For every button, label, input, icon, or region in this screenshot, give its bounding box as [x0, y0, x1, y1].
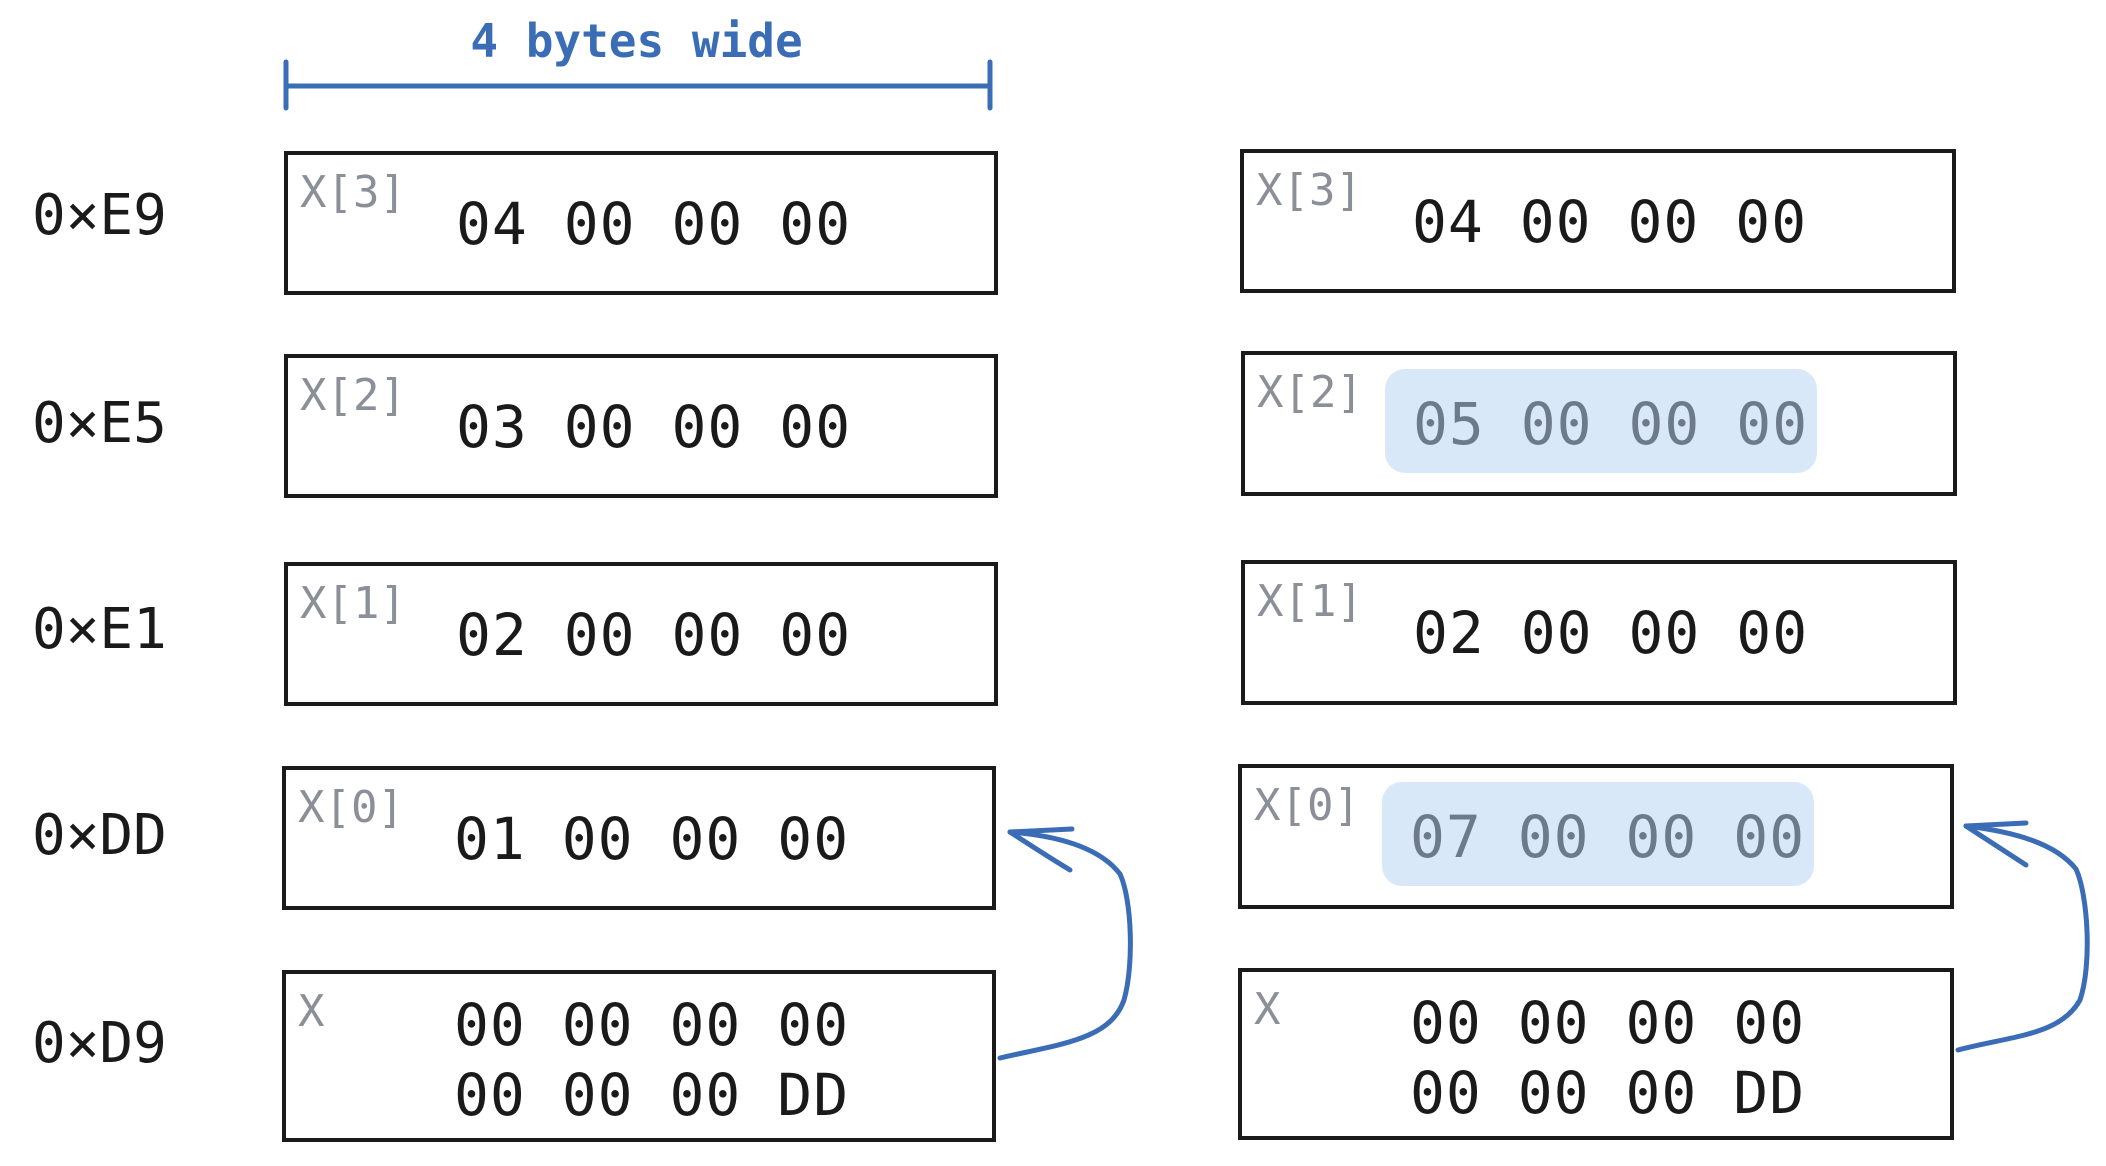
right-cell-x3: X[3] 04 00 00 00	[1240, 149, 1956, 293]
left-cell-x3: X[3] 04 00 00 00	[284, 151, 998, 295]
cell-label: X[1]	[1257, 576, 1363, 627]
cell-value: 04 00 00 00	[1412, 188, 1808, 256]
cell-value: 07 00 00 00	[1410, 803, 1806, 871]
left-cell-x-pointer: X 00 00 00 00 00 00 00 DD	[282, 970, 996, 1142]
cell-label: X[3]	[300, 167, 406, 218]
address-label: 0×D9	[32, 1011, 167, 1076]
cell-value: 02 00 00 00	[456, 601, 852, 669]
cell-value: 05 00 00 00	[1413, 390, 1809, 458]
pointer-arrow-right	[1955, 820, 2090, 1053]
left-cell-x2: X[2] 03 00 00 00	[284, 354, 998, 498]
left-cell-x0: X[0] 01 00 00 00	[282, 766, 996, 910]
cell-value: 03 00 00 00	[456, 393, 852, 461]
cell-value: 01 00 00 00	[454, 805, 850, 873]
cell-value-line1: 00 00 00 00	[454, 991, 850, 1059]
cell-value-line2: 00 00 00 DD	[1410, 1059, 1806, 1127]
cell-value: 04 00 00 00	[456, 190, 852, 258]
cell-label: X	[298, 986, 325, 1037]
changed-value-highlight	[1382, 782, 1814, 886]
width-label: 4 bytes wide	[470, 14, 803, 68]
cell-value-line2: 00 00 00 DD	[454, 1061, 850, 1129]
right-cell-x1: X[1] 02 00 00 00	[1241, 560, 1957, 705]
address-label: 0×DD	[32, 803, 167, 868]
cell-label: X[1]	[300, 578, 406, 629]
address-label: 0×E9	[32, 183, 167, 248]
cell-label: X	[1254, 984, 1281, 1035]
cell-label: X[0]	[1254, 780, 1360, 831]
pointer-arrow-left	[997, 826, 1133, 1061]
right-cell-x2: X[2] 05 00 00 00	[1241, 351, 1957, 496]
right-cell-x0: X[0] 07 00 00 00	[1238, 764, 1954, 909]
address-label: 0×E1	[32, 597, 167, 662]
address-label: 0×E5	[32, 391, 167, 456]
right-cell-x-pointer: X 00 00 00 00 00 00 00 DD	[1238, 968, 1954, 1140]
cell-value: 02 00 00 00	[1413, 599, 1809, 667]
changed-value-highlight	[1385, 369, 1817, 473]
cell-value-line1: 00 00 00 00	[1410, 989, 1806, 1057]
left-cell-x1: X[1] 02 00 00 00	[284, 562, 998, 706]
cell-label: X[2]	[300, 370, 406, 421]
width-bracket	[283, 59, 993, 111]
cell-label: X[3]	[1256, 165, 1362, 216]
cell-label: X[0]	[298, 782, 404, 833]
cell-label: X[2]	[1257, 367, 1363, 418]
